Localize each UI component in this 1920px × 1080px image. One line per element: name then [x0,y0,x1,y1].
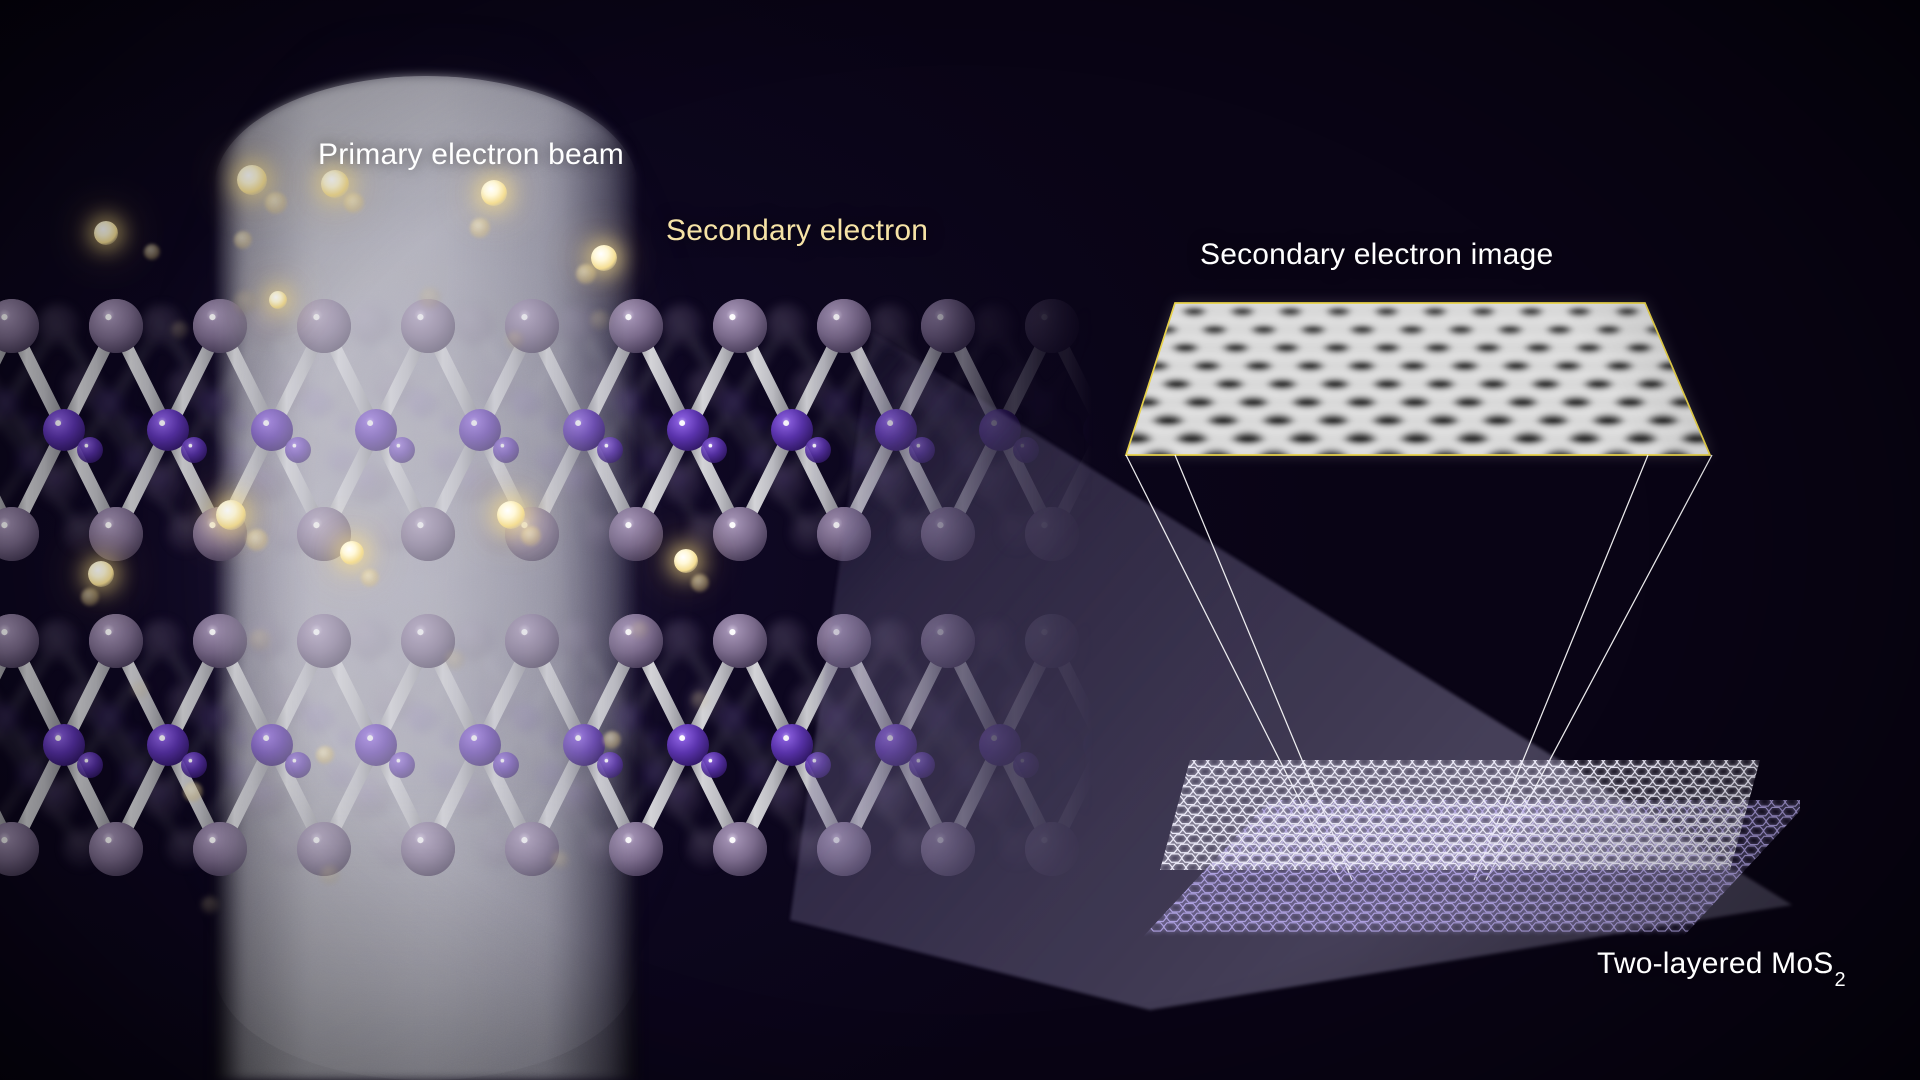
mos2-bottom-layer-sheet [1140,800,1800,932]
label-primary-electron-beam: Primary electron beam [318,138,624,171]
label-secondary-electron: Secondary electron [666,214,929,247]
label-two-layered-mos2: Two-layered MoS2 [1597,947,1846,991]
label-mos2-text: Two-layered MoS [1597,947,1834,980]
label-mos2-subscript: 2 [1834,969,1846,991]
label-secondary-electron-image: Secondary electron image [1200,238,1554,271]
